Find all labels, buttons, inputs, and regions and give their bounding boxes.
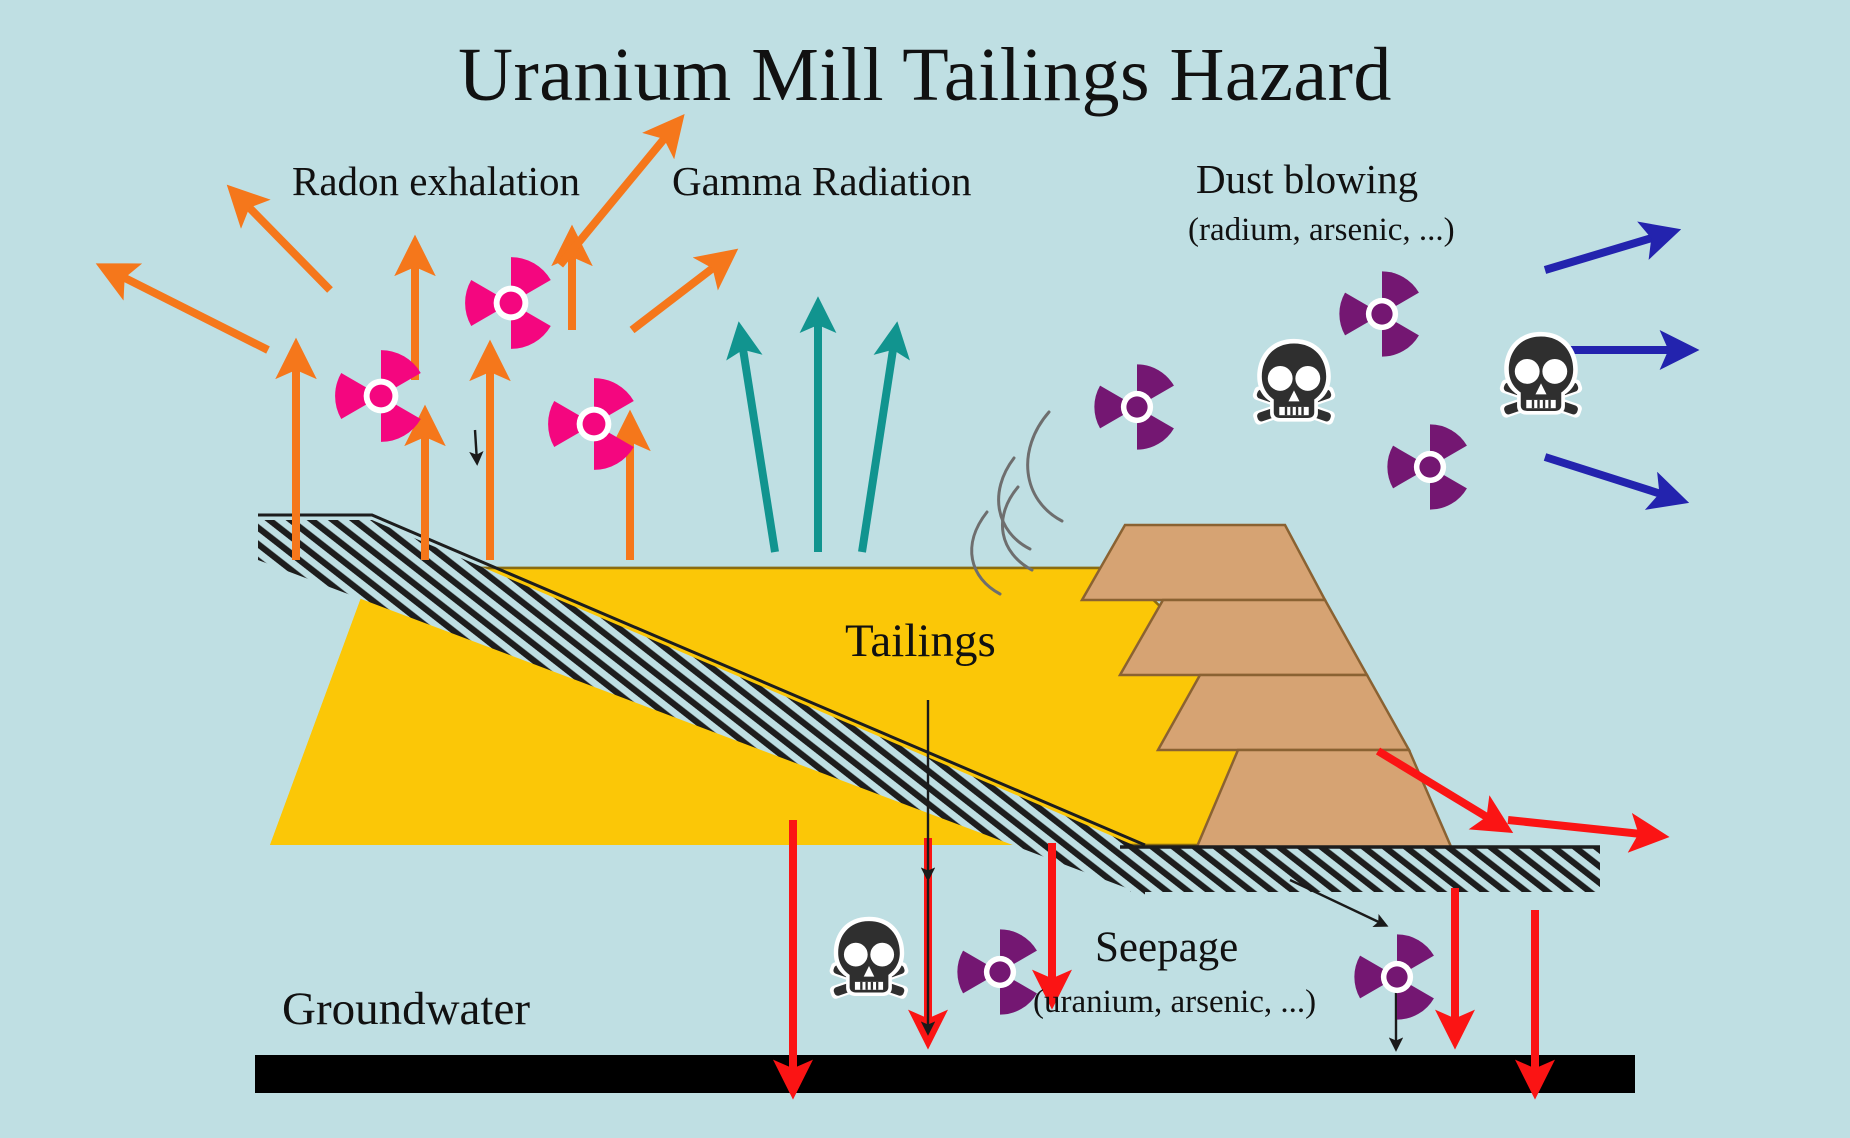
embankment-lift-3 [1155,673,1412,752]
embankment-lift-1 [1079,523,1328,602]
groundwater-table-bar [255,1055,1635,1093]
radon-arrow-2 [226,184,333,293]
page-title: Uranium Mill Tailings Hazard [458,33,1392,117]
label-groundwater: Groundwater [282,983,530,1035]
dust-swirl-arcs [970,410,1064,596]
label-radon-exhalation: Radon exhalation [292,158,581,204]
dust-swirl-4 [970,510,1002,596]
gamma-radiation-arrows [726,296,910,553]
label-dust-blowing: Dust blowing [1196,156,1419,202]
embankment-lifts [1079,523,1454,851]
infiltration-arrow-3 [1289,878,1389,927]
gamma-arrow-1 [726,321,779,553]
gamma-arrow-3 [858,321,910,553]
wind-arrow-upper [1543,221,1682,274]
seepage-arrow-diagonal [1375,747,1514,833]
radon-arrow-1 [95,263,270,354]
seepage-arrow-lateral [1507,812,1670,853]
infiltration-arrows [469,429,1404,1052]
embankment-lift-4 [1194,748,1454,851]
label-seepage-contaminants: (uranium, arsenic, ...) [1033,984,1317,1020]
dust-swirl-2 [997,456,1032,551]
dust-blowing-arrows [1543,221,1700,510]
radon-exhalation-arrows [95,113,739,560]
label-tailings: Tailings [845,615,996,667]
dust-swirl-1 [1026,410,1064,523]
radon-arrow-8 [556,113,685,268]
infiltration-arrow-5 [469,429,484,466]
ground-surface-hatching [258,513,1600,895]
embankment-lift-2 [1117,598,1370,677]
label-gamma-radiation: Gamma Radiation [672,158,972,204]
radon-arrow-10 [629,248,739,334]
dust-swirl-3 [1001,485,1034,572]
label-dust-blowing-contaminants: (radium, arsenic, ...) [1188,212,1455,248]
label-seepage: Seepage [1095,924,1239,971]
wind-arrow-lower [1543,453,1690,510]
